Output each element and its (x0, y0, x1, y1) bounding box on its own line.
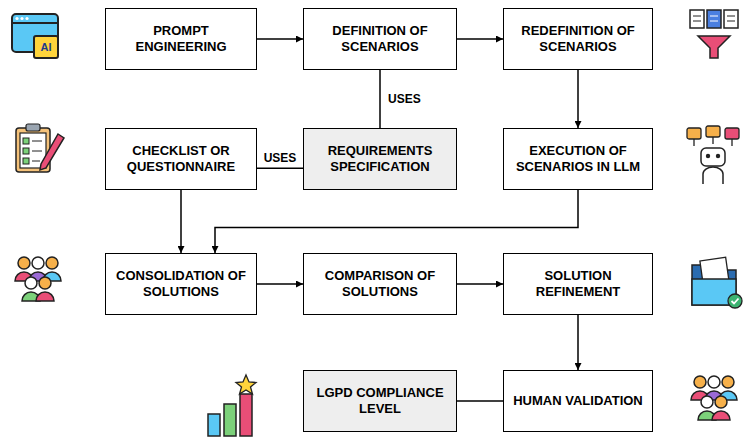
process-box: PROMPT ENGINEERING (105, 8, 257, 70)
process-box: COMPARISON OF SOLUTIONS (303, 253, 457, 315)
box-label: COMPARISON OF SOLUTIONS (304, 268, 456, 300)
filter-documents-icon (690, 10, 738, 58)
people-group-icon (691, 376, 737, 420)
process-box: CONSOLIDATION OF SOLUTIONS (105, 253, 257, 315)
artifact-box: LGPD COMPLIANCE LEVEL (303, 370, 457, 432)
edge-label: USES (262, 151, 299, 165)
process-box: EXECUTION OF SCENARIOS IN LLM (503, 128, 653, 190)
edge-label: USES (386, 92, 423, 106)
box-label: PROMPT ENGINEERING (106, 23, 256, 55)
box-label: REDEFINITION OF SCENARIOS (504, 23, 652, 55)
flow-connector (180, 190, 182, 253)
box-label: SOLUTION REFINEMENT (504, 268, 652, 300)
box-label: CONSOLIDATION OF SOLUTIONS (106, 268, 256, 300)
folder-check-icon (692, 257, 742, 308)
artifact-box: REQUIREMENTS SPECIFICATION (303, 128, 457, 190)
box-label: LGPD COMPLIANCE LEVEL (304, 385, 456, 417)
process-box: REDEFINITION OF SCENARIOS (503, 8, 653, 70)
process-box: DEFINITION OF SCENARIOS (303, 8, 457, 70)
flow-connector (257, 38, 303, 40)
flow-connector (457, 400, 503, 402)
flow-connector (457, 283, 503, 285)
flow-connector (577, 70, 579, 128)
icon-text: AI (34, 36, 58, 58)
ai-window-icon (12, 14, 58, 58)
flow-connector (257, 168, 303, 170)
box-label: CHECKLIST OR QUESTIONNAIRE (106, 143, 256, 175)
flow-connector (257, 283, 303, 285)
box-label: EXECUTION OF SCENARIOS IN LLM (504, 143, 652, 175)
people-group-icon (15, 257, 61, 301)
clipboard-icon (16, 124, 64, 172)
bar-chart-icon (208, 375, 256, 436)
process-box: SOLUTION REFINEMENT (503, 253, 653, 315)
flow-connector (379, 70, 381, 128)
robot-chat-icon (687, 126, 739, 184)
process-box: HUMAN VALIDATION (503, 370, 653, 432)
box-label: HUMAN VALIDATION (505, 393, 651, 409)
box-label: REQUIREMENTS SPECIFICATION (304, 143, 456, 175)
process-box: CHECKLIST OR QUESTIONNAIRE (105, 128, 257, 190)
box-label: DEFINITION OF SCENARIOS (304, 23, 456, 55)
flow-connector (457, 38, 503, 40)
flow-connector (577, 315, 579, 370)
flow-connector (215, 190, 578, 253)
